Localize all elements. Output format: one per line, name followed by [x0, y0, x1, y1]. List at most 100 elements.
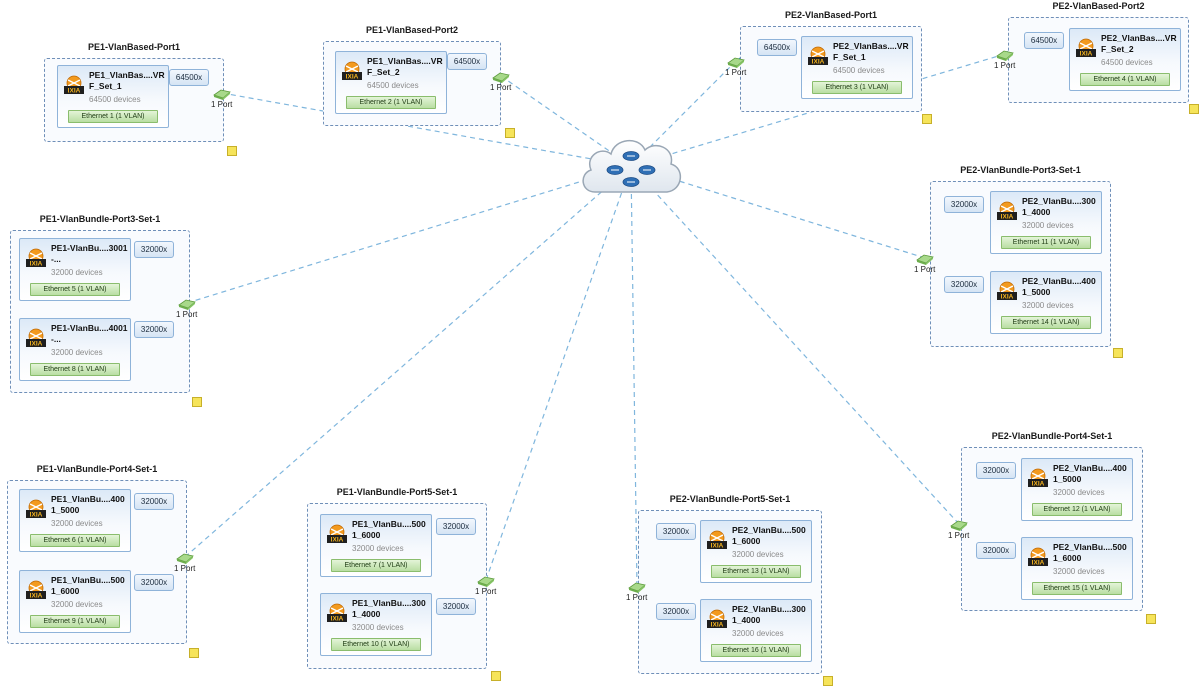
note-icon[interactable]: [1146, 614, 1156, 624]
ethernet-stack-button[interactable]: Ethernet 15 (1 VLAN): [1032, 582, 1122, 595]
port-connector-icon[interactable]: [727, 55, 745, 68]
ethernet-stack-button[interactable]: Ethernet 5 (1 VLAN): [30, 283, 120, 296]
port-connector-icon[interactable]: [477, 574, 495, 587]
note-icon[interactable]: [192, 397, 202, 407]
svg-text:IXIA: IXIA: [331, 616, 344, 623]
port-connector-icon[interactable]: [492, 70, 510, 83]
ethernet-stack-button[interactable]: Ethernet 16 (1 VLAN): [711, 644, 801, 657]
multiplier-badge[interactable]: 32000x: [944, 276, 984, 293]
multiplier-badge[interactable]: 32000x: [656, 523, 696, 540]
ethernet-stack-button[interactable]: Ethernet 2 (1 VLAN): [346, 96, 436, 109]
note-icon[interactable]: [1189, 104, 1199, 114]
ethernet-stack-button[interactable]: Ethernet 10 (1 VLAN): [331, 638, 421, 651]
network-cloud-icon[interactable]: [577, 130, 685, 202]
note-icon[interactable]: [189, 648, 199, 658]
note-icon[interactable]: [922, 114, 932, 124]
port-count-label: 1 Port: [174, 564, 196, 573]
svg-text:IXIA: IXIA: [30, 512, 43, 519]
ethernet-stack-button[interactable]: Ethernet 9 (1 VLAN): [30, 615, 120, 628]
ixia-device-icon: IXIA: [706, 530, 728, 550]
note-icon[interactable]: [1113, 348, 1123, 358]
port-connector-icon[interactable]: [950, 518, 968, 531]
device-name: PE1_VlanBu....400 1_5000: [51, 494, 125, 515]
multiplier-badge[interactable]: 32000x: [976, 462, 1016, 479]
port-connector-icon[interactable]: [628, 580, 646, 593]
device-count: 32000 devices: [1022, 221, 1074, 230]
multiplier-badge[interactable]: 64500x: [169, 69, 209, 86]
ethernet-stack-button[interactable]: Ethernet 14 (1 VLAN): [1001, 316, 1091, 329]
svg-text:IXIA: IXIA: [30, 261, 43, 268]
ethernet-stack-button[interactable]: Ethernet 12 (1 VLAN): [1032, 503, 1122, 516]
multiplier-badge[interactable]: 64500x: [1024, 32, 1064, 49]
multiplier-badge[interactable]: 32000x: [436, 518, 476, 535]
note-icon[interactable]: [823, 676, 833, 686]
device-count: 32000 devices: [1053, 488, 1105, 497]
ixia-device-icon: IXIA: [25, 580, 47, 600]
multiplier-badge[interactable]: 32000x: [134, 493, 174, 510]
svg-text:IXIA: IXIA: [711, 622, 724, 629]
multiplier-badge[interactable]: 32000x: [976, 542, 1016, 559]
multiplier-badge[interactable]: 32000x: [134, 241, 174, 258]
port-connector-icon[interactable]: [213, 87, 231, 100]
device-name: PE2_VlanBas....VR F_Set_1: [833, 41, 909, 62]
port-count-label: 1 Port: [725, 68, 747, 77]
device-group-title: PE1-VlanBundle-Port4-Set-1: [36, 464, 158, 474]
ethernet-stack-button[interactable]: Ethernet 3 (1 VLAN): [812, 81, 902, 94]
ixia-device-icon: IXIA: [326, 524, 348, 544]
svg-text:IXIA: IXIA: [1001, 294, 1014, 301]
device-group-title: PE2-VlanBundle-Port5-Set-1: [669, 494, 791, 504]
svg-text:IXIA: IXIA: [1001, 214, 1014, 221]
multiplier-badge[interactable]: 32000x: [436, 598, 476, 615]
note-icon[interactable]: [491, 671, 501, 681]
multiplier-badge[interactable]: 32000x: [656, 603, 696, 620]
port-count-label: 1 Port: [994, 61, 1016, 70]
port-connector-icon[interactable]: [178, 297, 196, 310]
ethernet-stack-button[interactable]: Ethernet 7 (1 VLAN): [331, 559, 421, 572]
port-connector-icon[interactable]: [996, 48, 1014, 61]
multiplier-badge[interactable]: 32000x: [944, 196, 984, 213]
note-icon[interactable]: [227, 146, 237, 156]
device-count: 32000 devices: [732, 550, 784, 559]
multiplier-badge[interactable]: 64500x: [447, 53, 487, 70]
ixia-device-icon: IXIA: [341, 61, 363, 81]
svg-text:IXIA: IXIA: [68, 88, 81, 95]
ethernet-stack-button[interactable]: Ethernet 1 (1 VLAN): [68, 110, 158, 123]
cloud-link: [184, 165, 632, 558]
device-group-title: PE2-VlanBundle-Port4-Set-1: [991, 431, 1113, 441]
port-connector-icon[interactable]: [916, 252, 934, 265]
ethernet-stack-button[interactable]: Ethernet 4 (1 VLAN): [1080, 73, 1170, 86]
multiplier-badge[interactable]: 64500x: [757, 39, 797, 56]
ethernet-stack-button[interactable]: Ethernet 11 (1 VLAN): [1001, 236, 1091, 249]
multiplier-badge[interactable]: 32000x: [134, 574, 174, 591]
multiplier-badge[interactable]: 32000x: [134, 321, 174, 338]
port-connector-icon[interactable]: [176, 551, 194, 564]
ethernet-stack-button[interactable]: Ethernet 13 (1 VLAN): [711, 565, 801, 578]
note-icon[interactable]: [505, 128, 515, 138]
ethernet-stack-button[interactable]: Ethernet 8 (1 VLAN): [30, 363, 120, 376]
svg-text:IXIA: IXIA: [30, 593, 43, 600]
device-name: PE2_VlanBu....400 1_5000: [1022, 276, 1096, 297]
cloud-link: [630, 165, 960, 525]
ethernet-stack-button[interactable]: Ethernet 6 (1 VLAN): [30, 534, 120, 547]
port-count-label: 1 Port: [176, 310, 198, 319]
